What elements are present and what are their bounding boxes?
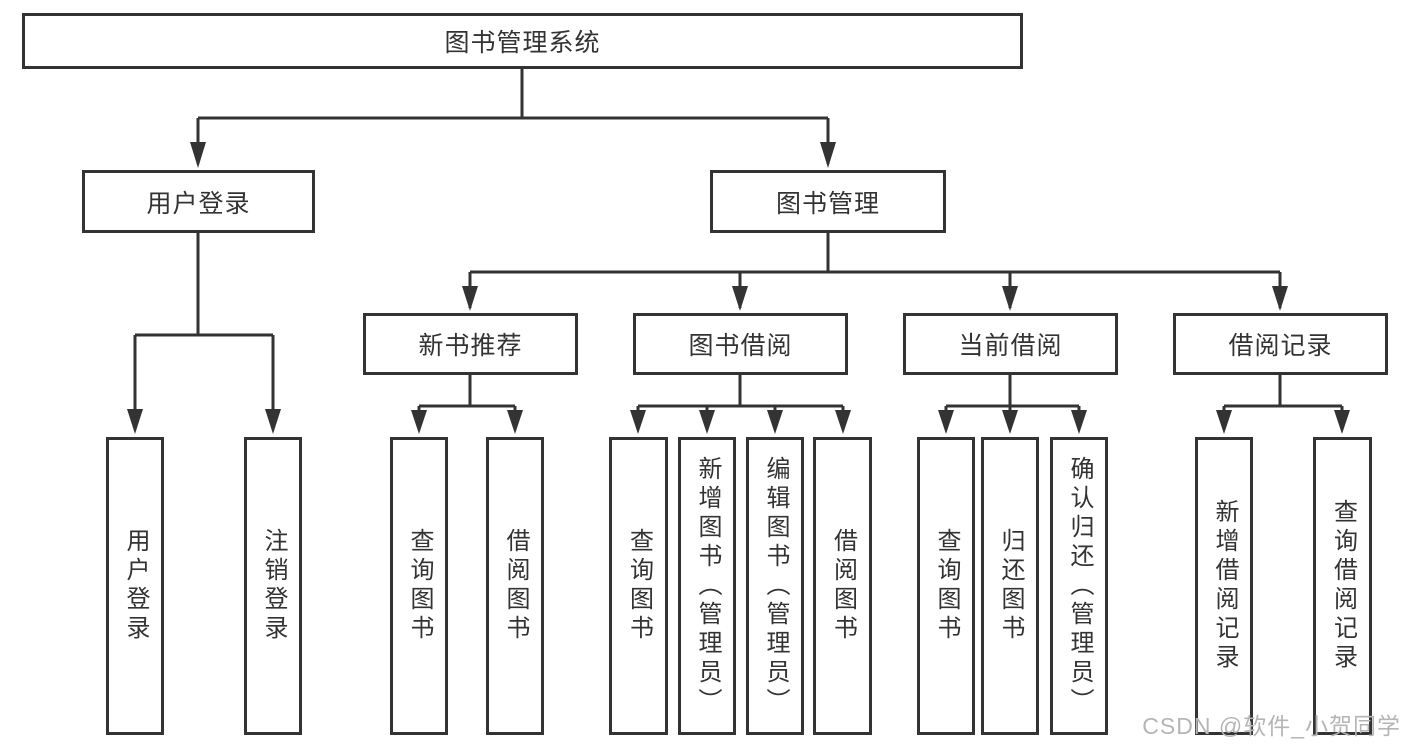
leaf-user-login-label: 用户登录 [122,528,149,644]
leaf-borrow-books-recommend-label: 借阅图书 [502,528,529,644]
node-new-book-recommendation-label: 新书推荐 [418,332,523,360]
leaf-logout: 注销登录 [244,437,302,735]
node-current-borrowing-label: 当前借阅 [958,332,1063,360]
leaf-query-borrow-record: 查询借阅记录 [1313,437,1372,735]
leaf-user-login: 用户登录 [106,437,164,735]
leaf-query-books-recommend-label: 查询图书 [406,528,433,644]
node-book-borrowing: 图书借阅 [633,313,848,375]
node-borrowing-records: 借阅记录 [1173,313,1388,375]
leaf-add-book-admin: 新增图书（管理员） [678,437,736,735]
leaf-query-books-recommend: 查询图书 [390,437,448,735]
node-new-book-recommendation: 新书推荐 [363,313,578,375]
leaf-return-book-label: 归还图书 [997,528,1024,644]
leaf-confirm-return-admin: 确认归还（管理员） [1050,437,1108,735]
leaf-edit-book-admin: 编辑图书（管理员） [746,437,804,735]
node-root: 图书管理系统 [22,13,1023,69]
leaf-borrow-books-borrow-label: 借阅图书 [829,528,857,644]
leaf-query-borrow-record-label: 查询借阅记录 [1329,499,1357,673]
leaf-add-book-admin-label: 新增图书（管理员） [694,455,721,717]
leaf-query-books-borrow: 查询图书 [609,437,668,735]
node-current-borrowing: 当前借阅 [903,313,1118,375]
arrowhead-icons [127,142,1350,434]
leaf-borrow-books-recommend: 借阅图书 [486,437,544,735]
node-root-label: 图书管理系统 [444,29,601,57]
branch-book-management-label: 图书管理 [775,189,880,218]
leaf-borrow-books-borrow: 借阅图书 [813,437,872,735]
branch-user-login-label: 用户登录 [146,189,251,218]
node-book-borrowing-label: 图书借阅 [688,332,793,360]
leaf-edit-book-admin-label: 编辑图书（管理员） [762,455,789,717]
leaf-query-books-current-label: 查询图书 [933,528,960,644]
leaf-add-borrow-record-label: 新增借阅记录 [1211,499,1238,673]
leaf-query-books-borrow-label: 查询图书 [625,528,653,644]
leaf-query-books-current: 查询图书 [917,437,975,735]
leaf-add-borrow-record: 新增借阅记录 [1195,437,1253,735]
leaf-confirm-return-admin-label: 确认归还（管理员） [1066,455,1093,717]
branch-book-management: 图书管理 [710,170,946,233]
leaf-return-book: 归还图书 [981,437,1039,735]
watermark: CSDN @软件_小贺同学 [1142,713,1401,739]
leaf-logout-label: 注销登录 [260,528,287,644]
node-borrowing-records-label: 借阅记录 [1228,332,1333,360]
branch-user-login: 用户登录 [82,170,315,233]
